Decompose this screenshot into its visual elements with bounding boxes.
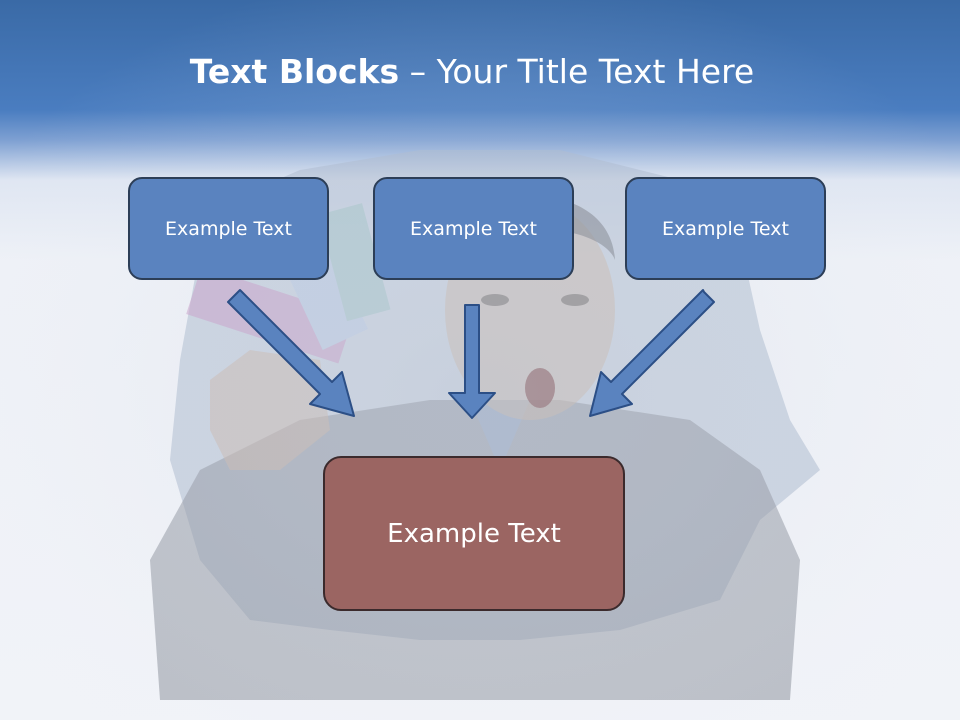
arrow-down-icon	[448, 304, 496, 419]
slide-title: Text Blocks – Your Title Text Here	[0, 52, 944, 91]
text-block-1-label: Example Text	[165, 217, 292, 240]
text-block-2[interactable]: Example Text	[373, 177, 574, 280]
text-block-1[interactable]: Example Text	[128, 177, 329, 280]
text-block-2-label: Example Text	[410, 217, 537, 240]
title-bold-part: Text Blocks	[189, 52, 400, 91]
text-block-3[interactable]: Example Text	[625, 177, 826, 280]
arrow-down-left-icon	[589, 289, 715, 417]
target-text-block-label: Example Text	[387, 518, 561, 549]
target-text-block[interactable]: Example Text	[323, 456, 625, 611]
title-rest-part: – Your Title Text Here	[399, 52, 755, 91]
text-block-3-label: Example Text	[662, 217, 789, 240]
arrow-down-right-icon	[227, 289, 355, 417]
